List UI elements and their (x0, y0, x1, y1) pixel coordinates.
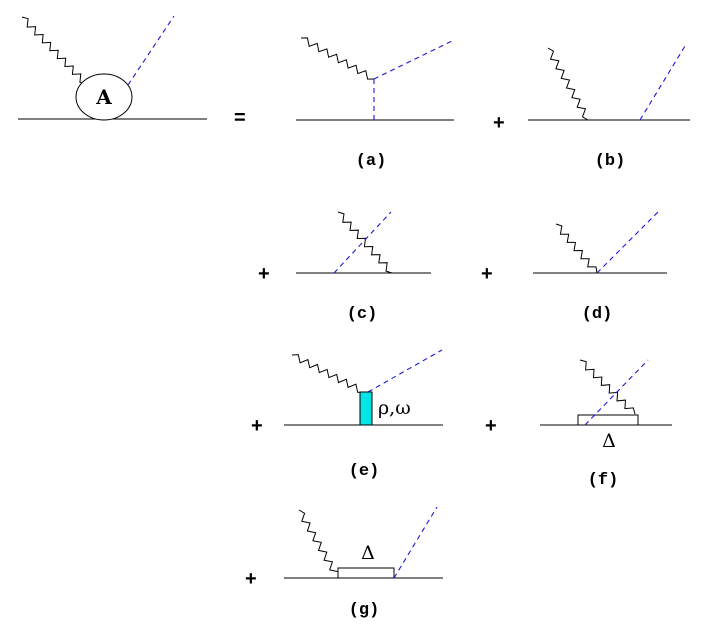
photon-line (555, 223, 598, 274)
delta-propagator (577, 414, 639, 426)
diagram-e-label: (e) (349, 462, 380, 481)
exchange-label: ρ,ω (378, 397, 411, 419)
delta-label: Δ (361, 542, 375, 564)
plus-sign: + (485, 415, 497, 437)
diagram-b-label: (b) (595, 152, 626, 171)
photon-line (300, 37, 375, 80)
diagram-e: + ρ,ω (e) (251, 349, 443, 481)
diagram-d: + (d) (481, 211, 667, 324)
amplitude-blob (75, 73, 133, 121)
diagram-f-label: (f) (588, 471, 619, 490)
plus-sign: + (493, 112, 505, 134)
diagram-g-label: (g) (349, 601, 380, 620)
meson-line (373, 39, 455, 80)
diagram-f: + Δ (f) (485, 359, 672, 490)
diagram-b: (b) (528, 45, 690, 171)
plus-sign: + (251, 415, 263, 437)
diagram-g: + Δ (g) (245, 506, 443, 620)
meson-line (127, 15, 175, 86)
diagram-c: + (c) (258, 211, 431, 324)
diagram-c-label: (c) (347, 305, 378, 324)
meson-line (367, 349, 443, 393)
blob-label: A (95, 85, 112, 109)
photon-line (298, 509, 339, 578)
diagram-d-label: (d) (582, 305, 613, 324)
photon-line (21, 16, 87, 85)
photon-line (547, 47, 589, 121)
plus-sign: + (258, 263, 270, 285)
rho-omega-exchange (359, 391, 373, 426)
photon-line (337, 211, 393, 274)
meson-line (596, 211, 659, 274)
delta-propagator (337, 567, 395, 579)
meson-line (584, 359, 649, 426)
meson-line (639, 45, 686, 121)
plus-sign: + (245, 568, 257, 590)
equals-sign: = (234, 107, 246, 129)
diagram-a: (a) (296, 37, 455, 171)
delta-label: Δ (602, 430, 616, 452)
lhs-diagram: A (18, 15, 207, 121)
meson-line (333, 211, 392, 274)
meson-line (393, 506, 438, 579)
diagram-a-label: (a) (356, 152, 387, 171)
photon-line (291, 354, 365, 393)
photon-line (579, 359, 636, 415)
plus-sign: + (481, 263, 493, 285)
